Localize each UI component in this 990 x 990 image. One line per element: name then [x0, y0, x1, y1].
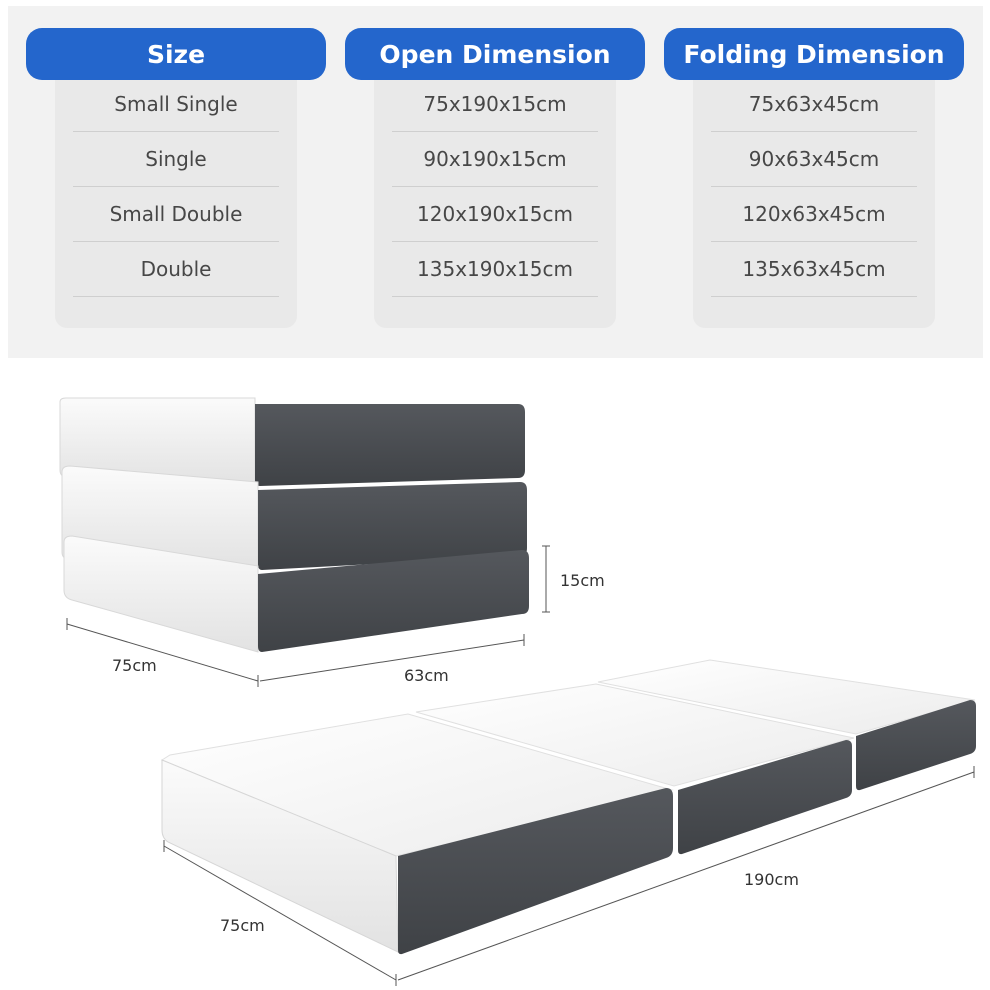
open-dimension-header: Open Dimension [345, 28, 645, 80]
folding-dimension-cell: 120x63x45cm [711, 186, 917, 242]
folding-dimension-cell: 90x63x45cm [711, 131, 917, 187]
size-cell: Single [73, 131, 279, 187]
size-column: Small Single Single Small Double Double [55, 56, 297, 328]
folding-dimension-cell: 75x63x45cm [711, 76, 917, 132]
unfolded-depth-label: 75cm [220, 916, 265, 935]
folding-dimension-cell: 135x63x45cm [711, 241, 917, 297]
open-dimension-cell: 75x190x15cm [392, 76, 598, 132]
open-dimension-cell: 120x190x15cm [392, 186, 598, 242]
open-dimension-column: 75x190x15cm 90x190x15cm 120x190x15cm 135… [374, 56, 616, 328]
open-dimension-cell: 135x190x15cm [392, 241, 598, 297]
open-dimension-cell: 90x190x15cm [392, 131, 598, 187]
size-cell: Small Double [73, 186, 279, 242]
size-cell: Double [73, 241, 279, 297]
size-cell: Small Single [73, 76, 279, 132]
folded-width-label: 63cm [404, 666, 449, 685]
unfolded-mattress [160, 659, 976, 955]
folded-depth-label: 75cm [112, 656, 157, 675]
size-header: Size [26, 28, 326, 80]
unfolded-dimension-lines [163, 766, 975, 986]
folded-height-label: 15cm [560, 571, 605, 590]
size-table-panel: Size Small Single Single Small Double Do… [8, 6, 983, 358]
folding-dimension-column: 75x63x45cm 90x63x45cm 120x63x45cm 135x63… [693, 56, 935, 328]
folding-dimension-header: Folding Dimension [664, 28, 964, 80]
unfolded-length-label: 190cm [744, 870, 799, 889]
folded-dimension-lines [66, 545, 550, 687]
folded-mattress [59, 397, 529, 653]
